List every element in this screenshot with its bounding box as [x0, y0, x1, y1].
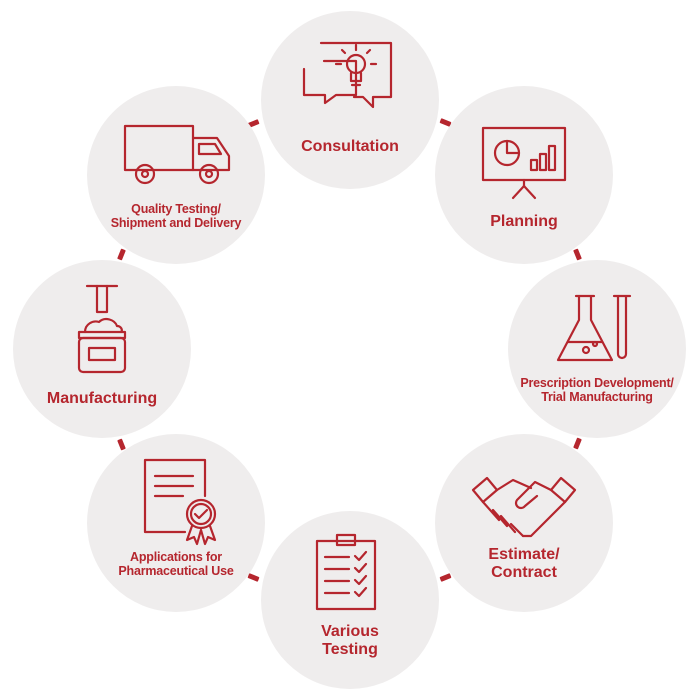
- step-label-line: Shipment and Delivery: [110, 216, 242, 231]
- step-label-line: Quality Testing/: [131, 202, 221, 216]
- step-label: Quality Testing/ Shipment and Delivery: [87, 202, 265, 231]
- step-manufacturing: Manufacturing: [13, 260, 191, 438]
- step-prescription-development: Prescription Development/ Trial Manufact…: [508, 260, 686, 438]
- step-label-line: Estimate/: [488, 546, 560, 563]
- step-label-line: Planning: [490, 213, 558, 230]
- delivery-truck-icon: [123, 124, 231, 185]
- step-label-line: Various: [321, 623, 379, 640]
- step-planning: Planning: [435, 86, 613, 264]
- handshake-icon: [471, 476, 577, 538]
- step-various-testing: Various Testing: [261, 511, 439, 689]
- step-label-line: Testing: [322, 641, 378, 659]
- step-label: Planning: [435, 213, 613, 231]
- step-label-line: Consultation: [301, 138, 399, 155]
- step-label: Applications for Pharmaceutical Use: [87, 550, 265, 579]
- cream-jar-filling-icon: [77, 284, 127, 374]
- presentation-chart-icon: [481, 126, 567, 200]
- step-label: Consultation: [261, 138, 439, 156]
- step-label-line: Manufacturing: [46, 390, 158, 407]
- step-label-line: Pharmaceutical Use: [118, 564, 234, 579]
- step-shipment-delivery: Quality Testing/ Shipment and Delivery: [87, 86, 265, 264]
- step-label-line: Trial Manufacturing: [541, 390, 653, 405]
- speech-bubbles-lightbulb-icon: [302, 41, 393, 109]
- step-label-line: Contract: [491, 564, 557, 582]
- certificate-seal-icon: [143, 458, 217, 546]
- step-label-line: Prescription Development/: [520, 376, 674, 390]
- step-estimate-contract: Estimate/ Contract: [435, 434, 613, 612]
- step-label-line: Applications for: [130, 550, 222, 564]
- clipboard-checklist-icon: [315, 533, 377, 611]
- flask-test-tube-icon: [556, 294, 632, 362]
- step-label: Estimate/ Contract: [435, 546, 613, 583]
- step-consultation: Consultation: [261, 11, 439, 189]
- step-pharmaceutical-applications: Applications for Pharmaceutical Use: [87, 434, 265, 612]
- step-label: Manufacturing: [13, 390, 191, 408]
- step-label: Various Testing: [261, 623, 439, 660]
- step-label: Prescription Development/ Trial Manufact…: [508, 376, 686, 405]
